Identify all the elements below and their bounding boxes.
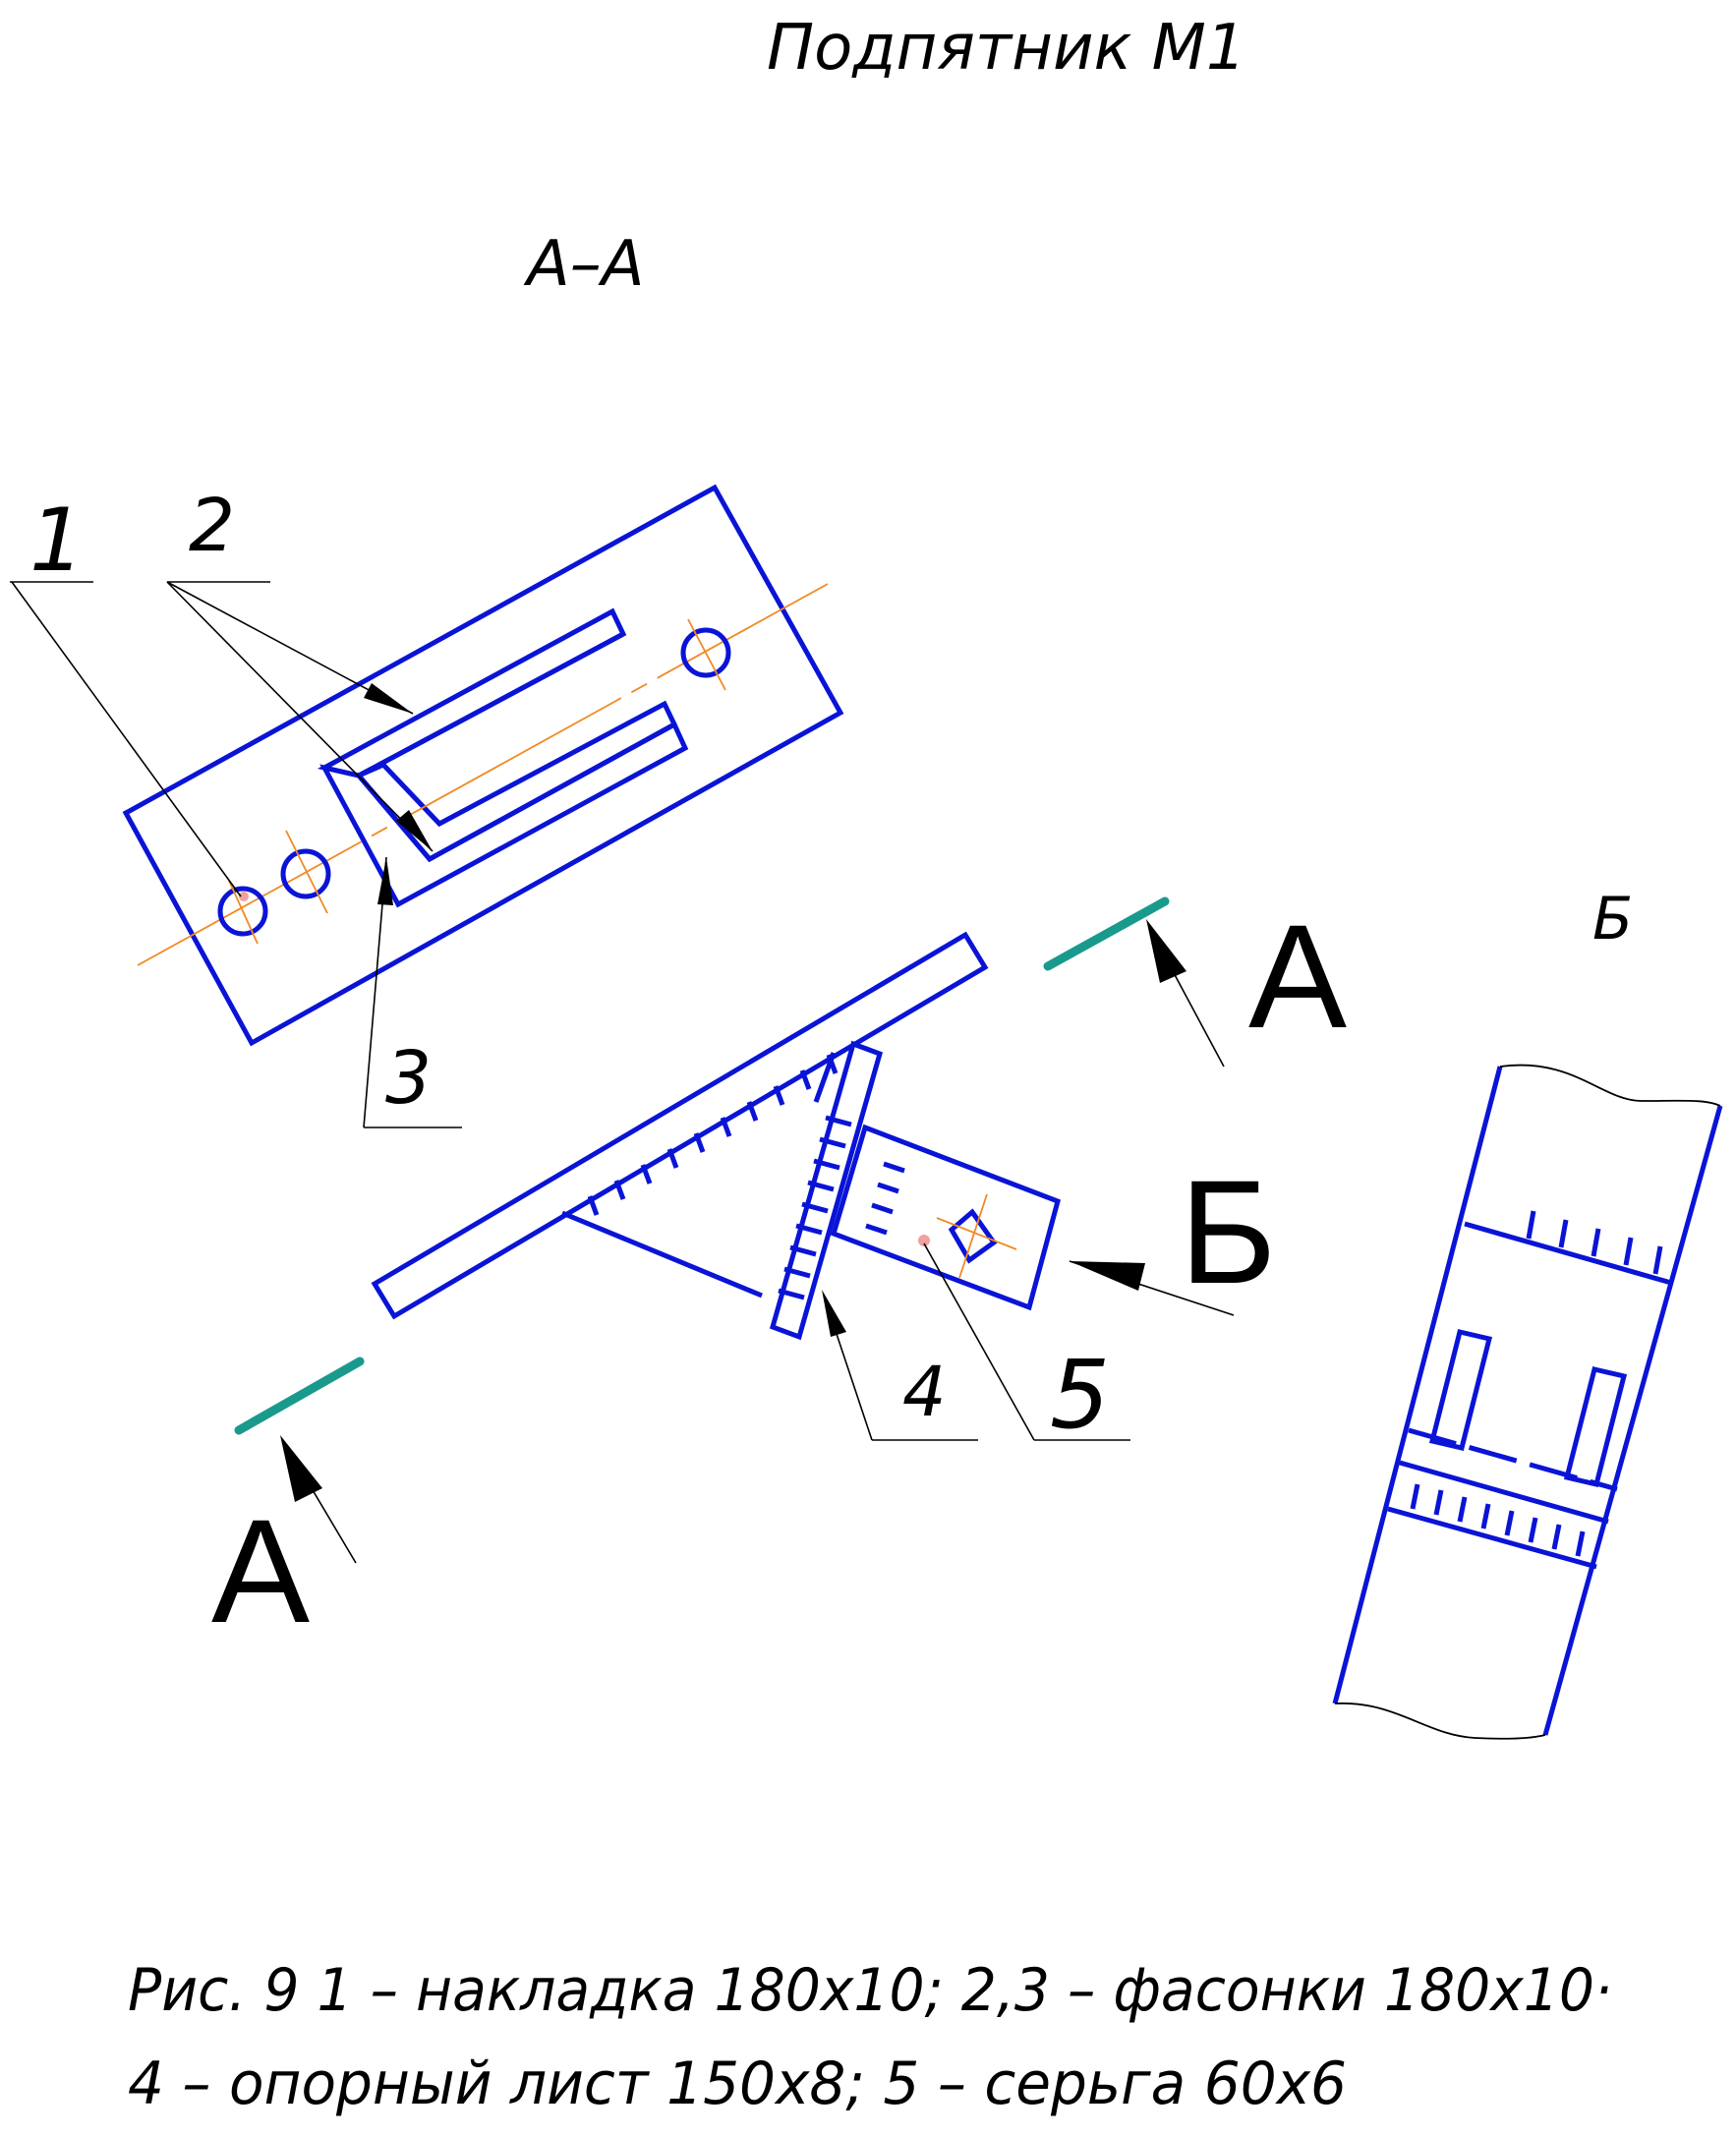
bolt-hole-3 [680, 627, 731, 678]
hole-1-crossline [228, 880, 259, 945]
leader-2b [166, 581, 434, 852]
label-2: 2 [189, 484, 235, 568]
assembly-view [371, 931, 1061, 1341]
shackle-axis-b [958, 1193, 988, 1279]
cut-line-bottom [234, 1357, 365, 1435]
weld-ticks-main [587, 1054, 839, 1216]
overlay-plate [122, 484, 844, 1047]
section-aa-view [122, 484, 844, 1047]
hole-3-crossline [687, 618, 726, 691]
weld-ticks-vertical [778, 1115, 905, 1300]
view-b-slot-left [1428, 1329, 1493, 1451]
bolt-hole-2 [280, 848, 331, 899]
shackle-plate [830, 1124, 1061, 1311]
view-label: Б [1592, 885, 1633, 953]
view-b [1332, 1064, 1723, 1740]
arrowhead-2a [364, 683, 413, 714]
leader-1 [11, 581, 242, 897]
section-label: А–А [523, 228, 645, 301]
caption-line-1: Рис. 9 1 – накладка 180х10; 2,3 – фасонк… [128, 1956, 1612, 2025]
break-line-bottom [1334, 1703, 1546, 1740]
cut-label-bottom: А [211, 1488, 310, 1653]
label-5: 5 [1050, 1340, 1110, 1450]
arrowhead-2b [396, 810, 433, 851]
stiffener-dashed [1408, 1427, 1618, 1492]
support-plate [371, 931, 989, 1320]
bearing-plate [769, 1040, 884, 1341]
cut-line-top [1043, 896, 1170, 971]
drawing-title: Подпятник М1 [767, 12, 1246, 85]
arrowhead-3 [377, 857, 393, 905]
gusset-triangle [561, 1210, 763, 1299]
gusset-bar-top [357, 631, 625, 779]
leaders-section [10, 581, 462, 1128]
view-arrow-label: Б [1180, 1149, 1276, 1314]
label-3: 3 [385, 1036, 432, 1121]
gusset-lower [354, 700, 678, 863]
hole-2-crossline [285, 830, 328, 914]
caption-line-2: 4 – опорный лист 150х8; 5 – серьга 60х6 [128, 2050, 1347, 2118]
gusset-frame [319, 721, 689, 908]
view-arrowhead [1070, 1261, 1145, 1291]
column-right-edge [1542, 1105, 1723, 1736]
cut-label-top: А [1248, 894, 1347, 1059]
column-left-edge [1332, 1066, 1503, 1704]
bolt-hole-1 [217, 886, 268, 937]
shackle-hole [948, 1208, 998, 1264]
shackle-axis-a [936, 1217, 1017, 1250]
cut-arrowhead-top [1146, 919, 1186, 983]
view-b-slot-right [1563, 1366, 1628, 1487]
label-1: 1 [29, 490, 85, 591]
cut-arrowhead-bottom [280, 1435, 322, 1502]
stiffener-mid-upper [1399, 1460, 1609, 1525]
weld-ticks-view-b [1410, 1210, 1663, 1557]
leader-5 [923, 1242, 1035, 1441]
label-4: 4 [902, 1352, 947, 1432]
weld-dot [239, 892, 249, 901]
stiffener-mid-lower [1387, 1506, 1597, 1570]
plate-axis [137, 583, 829, 966]
stiffener-top [1464, 1221, 1672, 1286]
shackle-weld-dot [918, 1235, 930, 1246]
arrowhead-4 [822, 1290, 846, 1337]
break-line-top [1499, 1064, 1721, 1107]
